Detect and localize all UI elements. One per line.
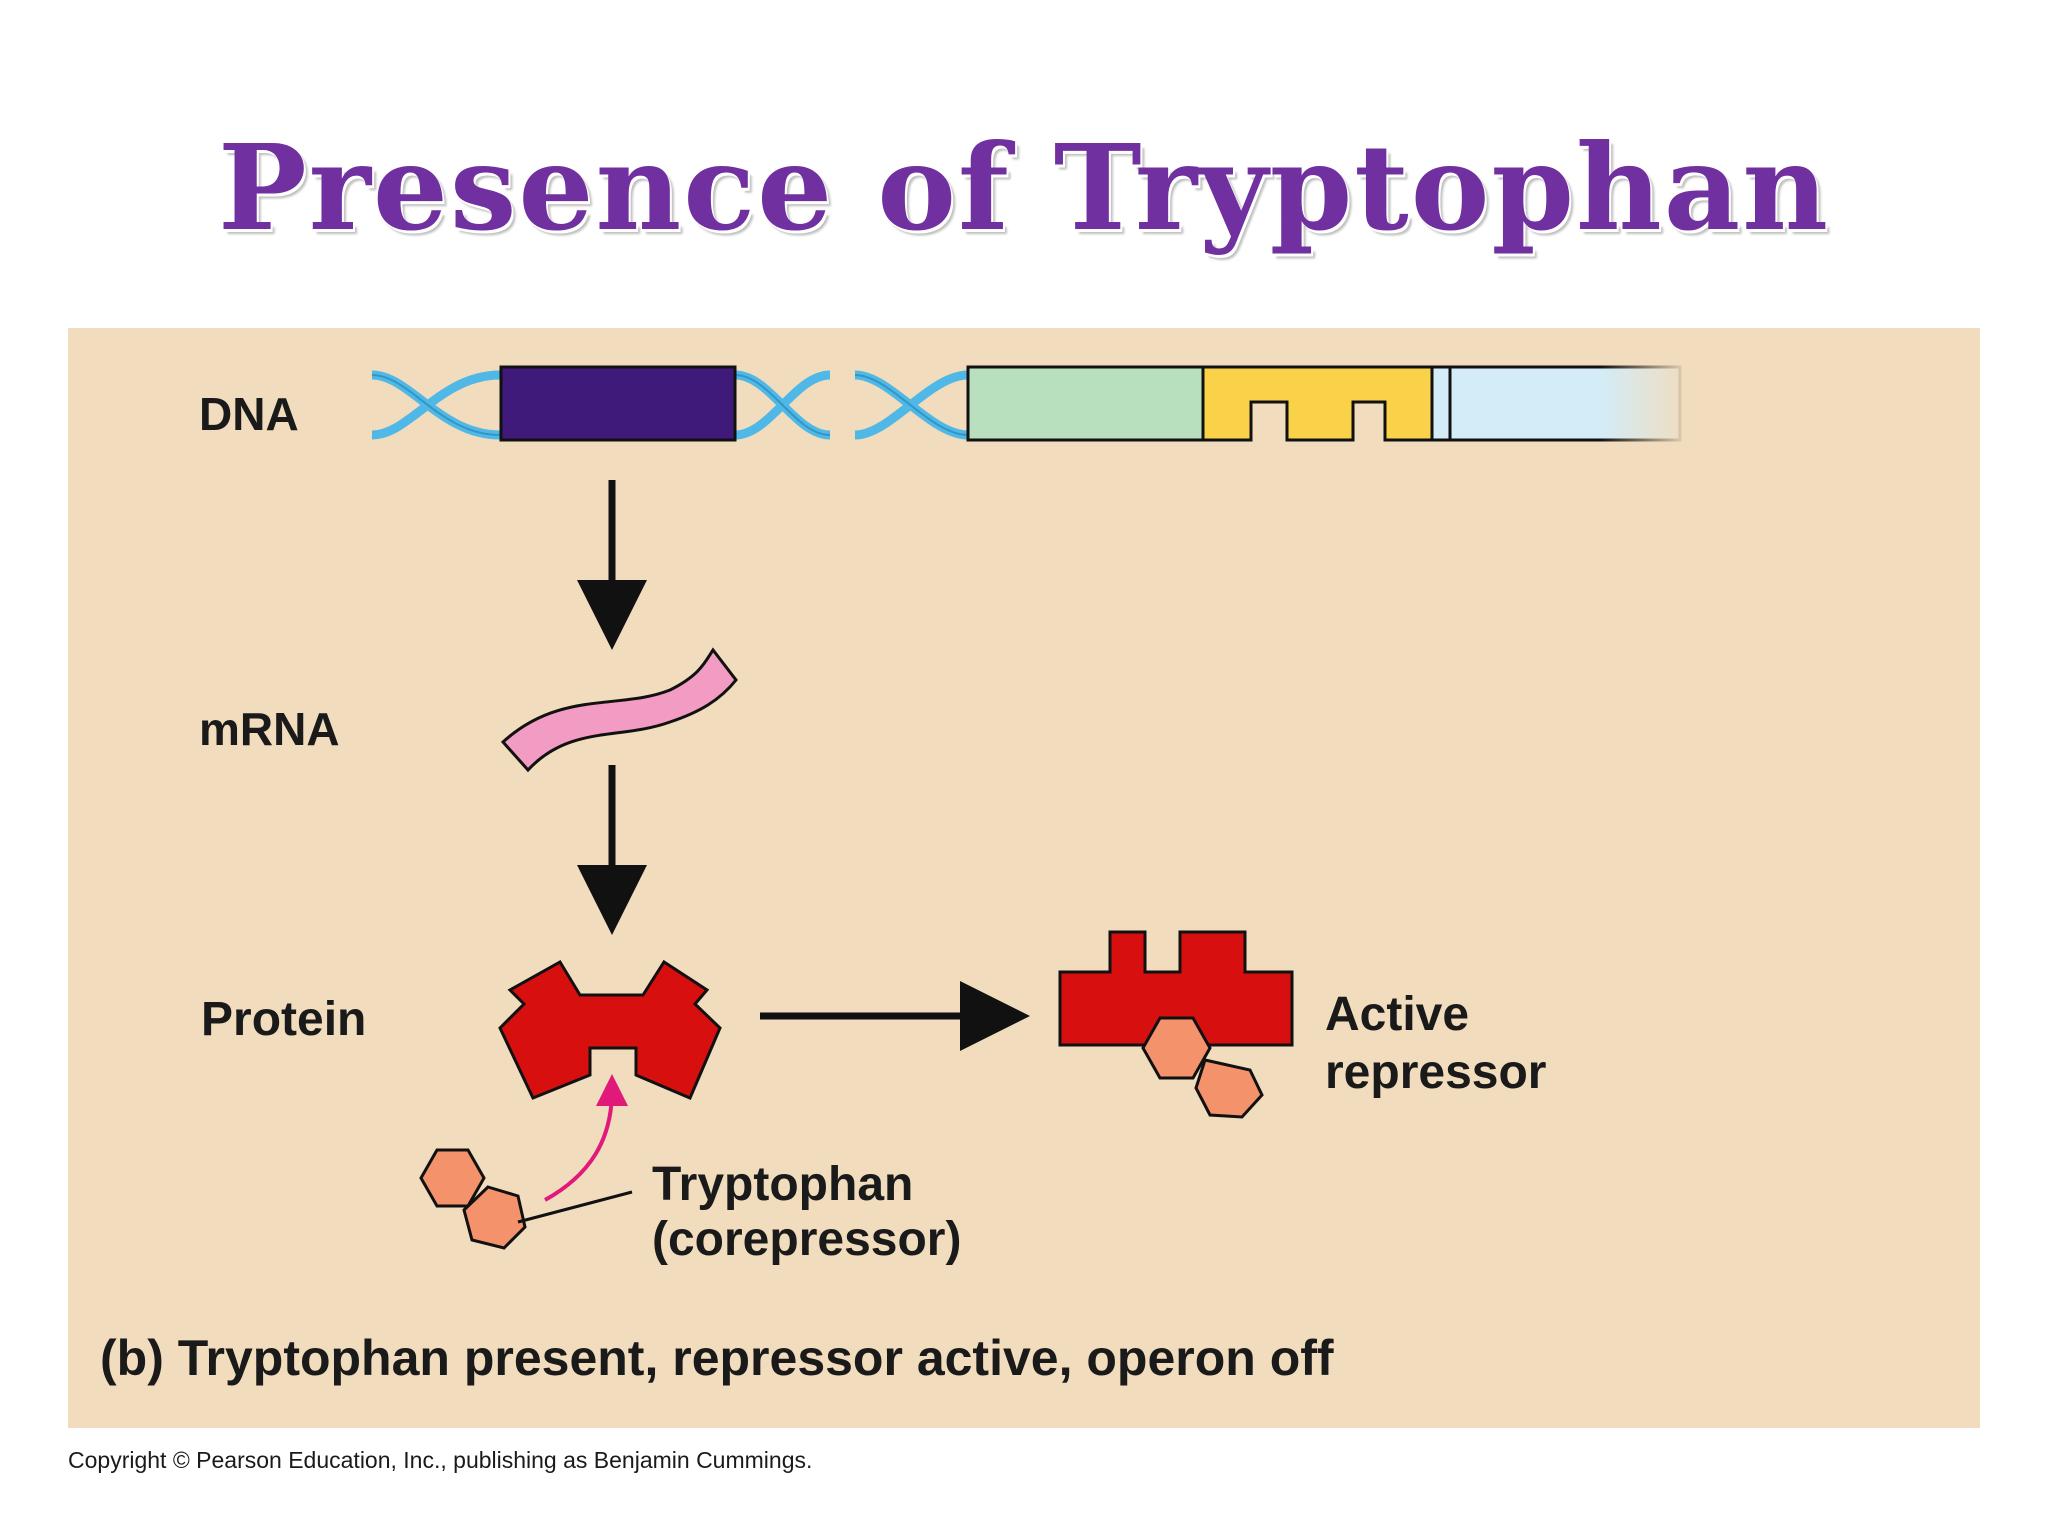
gene-divider	[1430, 365, 1452, 442]
protein-label: Protein	[201, 993, 366, 1046]
promoter-block	[966, 365, 1205, 442]
copyright-notice: Copyright © Pearson Education, Inc., pub…	[68, 1447, 813, 1473]
inactive-repressor-protein	[498, 959, 722, 1100]
diagram-panel	[68, 328, 1980, 1428]
binding-arrow	[544, 1074, 628, 1202]
operator-block	[1201, 365, 1434, 442]
active-repressor-label-line1: Active	[1325, 988, 1469, 1041]
mrna-label: mRNA	[199, 703, 340, 755]
dna-label: DNA	[199, 388, 299, 440]
active-repressor-protein	[1058, 930, 1294, 1047]
tryptophan-label-line2: (corepressor)	[652, 1213, 961, 1266]
regulatory-gene-block	[499, 365, 737, 442]
tryptophan-pointer-line	[517, 1190, 633, 1224]
diagram-caption: (b) Tryptophan present, repressor active…	[100, 1330, 1334, 1386]
active-repressor-label-line2: repressor	[1325, 1046, 1546, 1099]
tryptophan-label-line1: Tryptophan	[652, 1158, 913, 1211]
bound-tryptophan-molecule	[1141, 1016, 1264, 1119]
tryptophan-molecule	[419, 1148, 527, 1250]
mrna-strand	[500, 647, 738, 773]
page-title: Presence of Tryptophan	[217, 118, 1831, 257]
